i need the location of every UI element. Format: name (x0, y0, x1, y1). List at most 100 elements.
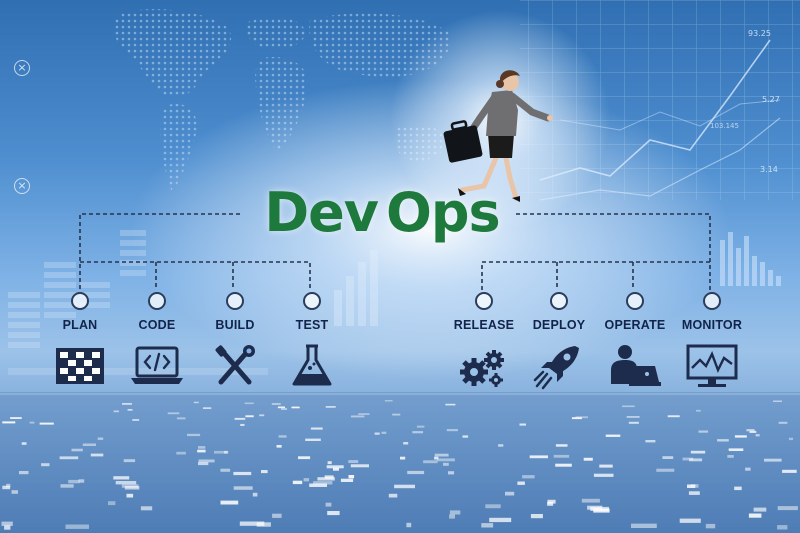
floor-dash (124, 486, 140, 490)
floor-dash (749, 430, 757, 433)
floor-dash (19, 471, 29, 475)
floor-dash (392, 413, 401, 416)
floor-dash (679, 518, 701, 523)
floor-dash (198, 446, 206, 449)
floor-dash (581, 498, 600, 503)
floor-dash (108, 501, 116, 506)
floor-dash (21, 442, 27, 445)
floor-dash (358, 413, 370, 415)
businesswoman-figure (443, 70, 553, 202)
floor-dash (127, 409, 133, 411)
floor-dash (788, 437, 794, 441)
floor-dash (645, 440, 656, 443)
floor-dash (10, 417, 22, 419)
title-ops: Ops (385, 181, 501, 244)
stage-label: RELEASE (453, 318, 515, 332)
floor-dash (628, 421, 639, 424)
gears-icon (460, 350, 504, 387)
bg-number-2: 5.27 (762, 95, 780, 104)
floor-dash (696, 409, 701, 412)
floor-dash (176, 417, 186, 420)
floor-dash (4, 525, 11, 530)
equalizer-bars-right (720, 232, 781, 286)
floor-dash (753, 507, 767, 512)
floor-dash (113, 476, 130, 480)
floor-dash (687, 484, 696, 488)
floor-dash (553, 454, 570, 458)
floor-dash (728, 448, 744, 451)
floor-dash (327, 461, 332, 465)
rocket-icon (533, 346, 579, 390)
floor-dash (272, 513, 282, 518)
floor-dash (690, 450, 706, 454)
bg-number-1: 93.25 (748, 29, 771, 38)
floor-dash (412, 431, 424, 434)
trend-line-1 (539, 39, 771, 181)
floor-dash (233, 471, 252, 476)
title-dev: Dev (264, 181, 379, 244)
floor-dash (449, 514, 455, 519)
floor-dash (123, 459, 136, 463)
stage-label: DEPLOY (532, 318, 586, 332)
stage-label: PLAN (62, 318, 98, 332)
floor-dash (309, 483, 327, 487)
floor-dash (622, 405, 635, 408)
floor-dash (529, 455, 548, 459)
floor-dash (187, 433, 201, 437)
floor-dash (39, 422, 54, 425)
floor-dash (416, 425, 425, 428)
floor-dash (121, 484, 139, 488)
floor-dash (340, 478, 354, 482)
lab-flask-icon (292, 344, 332, 386)
floor-dash (278, 435, 287, 438)
floor-dash (303, 478, 310, 482)
floor-dash (571, 417, 582, 420)
floor-dash (2, 421, 16, 424)
floor-dash (327, 511, 340, 516)
floor-dash (705, 523, 716, 529)
floor-dash (547, 501, 554, 506)
floor-dash (214, 450, 227, 454)
floor-dash (656, 468, 675, 472)
floor-dash (374, 432, 380, 435)
floor-dash (11, 490, 18, 494)
floor-dash (481, 523, 494, 528)
stage-label: MONITOR (681, 318, 743, 332)
bg-number-4: 3.14 (760, 165, 778, 174)
floor-dash (313, 481, 333, 485)
floor-dash (755, 434, 760, 437)
floor-dash (381, 431, 387, 434)
floor-dash (132, 419, 140, 421)
floor-dash (777, 525, 788, 530)
floor-dash (65, 524, 89, 529)
trend-line-3 (559, 99, 781, 131)
floor-dash (224, 450, 229, 454)
close-icon: × (14, 60, 30, 76)
floor-dash (78, 479, 85, 483)
floor-dash (326, 465, 344, 469)
floor-dash (68, 479, 80, 484)
floor-dash (394, 484, 415, 489)
floor-dash (41, 463, 50, 467)
devops-title: Dev Ops (232, 176, 532, 250)
floor-dash (437, 458, 455, 462)
floor-dash (717, 439, 729, 442)
floor-dash (547, 499, 556, 504)
floor-dash (220, 468, 231, 472)
floor-dash (220, 500, 239, 505)
floor-dash (291, 406, 300, 409)
floor-dash (519, 423, 526, 426)
floor-dash (764, 458, 782, 462)
floor-dash (292, 480, 303, 485)
floor-dash (167, 412, 180, 415)
floor-dash (662, 456, 674, 459)
floor-dash (773, 400, 782, 402)
floor-dash (522, 475, 535, 479)
floor-dash (1, 521, 13, 526)
floor-dash (626, 416, 640, 418)
bg-number-3: 103.145 (710, 122, 739, 130)
floor-dash (271, 403, 281, 405)
floor-dash (746, 429, 755, 432)
connector-node (475, 292, 493, 310)
floor-dash (310, 427, 323, 430)
